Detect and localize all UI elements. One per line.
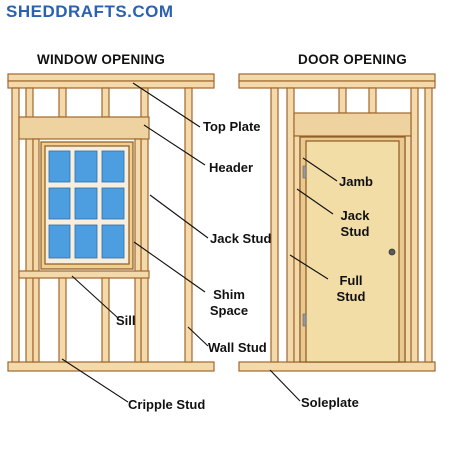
leader-jack-stud-left [149, 194, 209, 239]
leader-header [143, 124, 206, 166]
window-top-plate-lower [7, 80, 215, 89]
label-full-stud-line2: Stud [336, 289, 366, 304]
door-hinge [302, 165, 307, 179]
window-header [18, 116, 150, 140]
label-jamb: Jamb [339, 174, 373, 189]
door-jack-stud [293, 135, 301, 363]
leader-full-stud [289, 254, 329, 280]
door-slab [305, 140, 400, 363]
door-jack-stud [404, 135, 412, 363]
label-full-stud-line1: Full [339, 273, 363, 288]
door-knob [388, 248, 396, 256]
window-top-plate-upper [7, 73, 215, 82]
door-hinge [302, 313, 307, 327]
window-sole-plate [7, 361, 215, 372]
label-full-stud: Full Stud [329, 273, 373, 305]
door-unit [299, 136, 406, 363]
label-shim-space-line2: Space [209, 303, 249, 318]
door-header [293, 112, 412, 137]
label-soleplate: Soleplate [301, 395, 359, 410]
leader-cripple-stud [61, 358, 129, 403]
label-jack-stud-right-line2: Stud [340, 224, 370, 239]
door-sole-plate [238, 361, 436, 372]
cripple-stud [101, 277, 110, 363]
leader-soleplate [269, 369, 301, 402]
door-wall-frame [238, 73, 436, 372]
wall-stud [184, 87, 193, 363]
leader-wall-stud [187, 326, 209, 347]
leader-sill [71, 275, 119, 319]
leader-jamb [302, 157, 338, 182]
door-top-plate-lower [238, 80, 436, 89]
leader-shim-space [133, 241, 206, 293]
leader-lines [61, 82, 338, 403]
full-stud [410, 87, 419, 363]
leader-jack-stud-right [296, 188, 334, 215]
door-top-cripple [368, 87, 377, 114]
door-top-cripple [338, 87, 347, 114]
label-shim-space: Shim Space [204, 287, 254, 319]
label-wall-stud: Wall Stud [208, 340, 267, 355]
label-jack-stud-right: Jack Stud [333, 208, 377, 240]
door-opening-title: DOOR OPENING [298, 52, 407, 67]
door-top-plate-upper [238, 73, 436, 82]
brand-logo: SHEDDRAFTS.COM [6, 2, 174, 21]
label-header: Header [209, 160, 254, 175]
top-cripple-stud [58, 87, 67, 118]
label-jack-stud-right-line1: Jack [340, 208, 370, 223]
window-glass-panes [48, 150, 125, 259]
label-jack-stud-left: Jack Stud [210, 231, 272, 246]
cripple-stud [58, 277, 67, 363]
full-stud [286, 87, 295, 363]
window-sill [18, 270, 150, 279]
label-top-plate: Top Plate [203, 119, 261, 134]
wall-stud [11, 87, 20, 363]
label-shim-space-line1: Shim [213, 287, 245, 302]
wall-stud [424, 87, 433, 363]
top-cripple-stud [101, 87, 110, 118]
label-cripple-stud: Cripple Stud [128, 397, 206, 412]
leader-top-plate [132, 82, 201, 128]
window-jack-stud [32, 138, 40, 363]
wall-stud [270, 87, 279, 363]
window-opening-title: WINDOW OPENING [37, 52, 166, 67]
window-wall-frame [7, 73, 215, 372]
window-unit [40, 141, 134, 270]
label-sill: Sill [116, 313, 136, 328]
window-jack-stud [134, 138, 142, 363]
